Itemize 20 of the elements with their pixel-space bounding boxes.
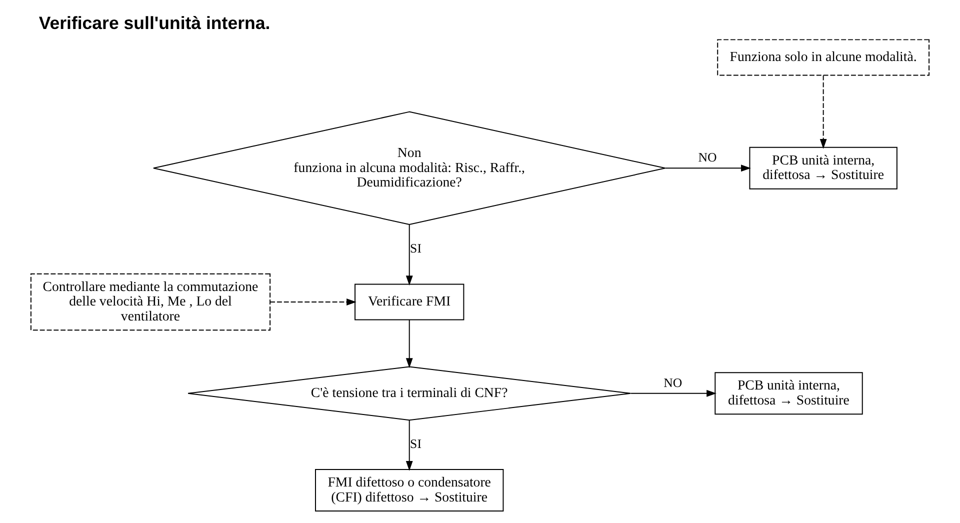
node-box: Funziona solo in alcune modalità. [717, 39, 930, 76]
node-diamond: C'è tensione tra i terminali di CNF? [188, 366, 632, 421]
diagram-title: Verificare sull'unità interna. [38, 13, 270, 34]
arrow [406, 420, 413, 471]
node-diamond: Non funziona in alcuna modalità: Risc., Raffr., Deumidificazione? [152, 111, 666, 225]
arrow [406, 224, 413, 286]
arrow [406, 319, 413, 368]
edge-label: NO [698, 150, 717, 165]
node-box: PCB unità interna, difettosa → Sostituire [714, 372, 863, 415]
arrow [664, 164, 751, 172]
node-box: FMI difettoso o condensatore (CFI) difettoso → Sostituire [315, 468, 504, 512]
edge-label: SI [410, 242, 422, 256]
node-box: Controllare mediante la commutazione delle velocità Hi, Me , Lo del ventilatore [30, 273, 271, 331]
arrow [820, 74, 827, 149]
node-box: PCB unità interna, difettosa → Sostituire [749, 146, 898, 190]
edge-label: SI [410, 437, 422, 452]
edge-label: NO [664, 376, 682, 390]
arrow [270, 298, 356, 306]
arrow [630, 390, 716, 397]
node-box: Verificare FMI [354, 284, 464, 320]
